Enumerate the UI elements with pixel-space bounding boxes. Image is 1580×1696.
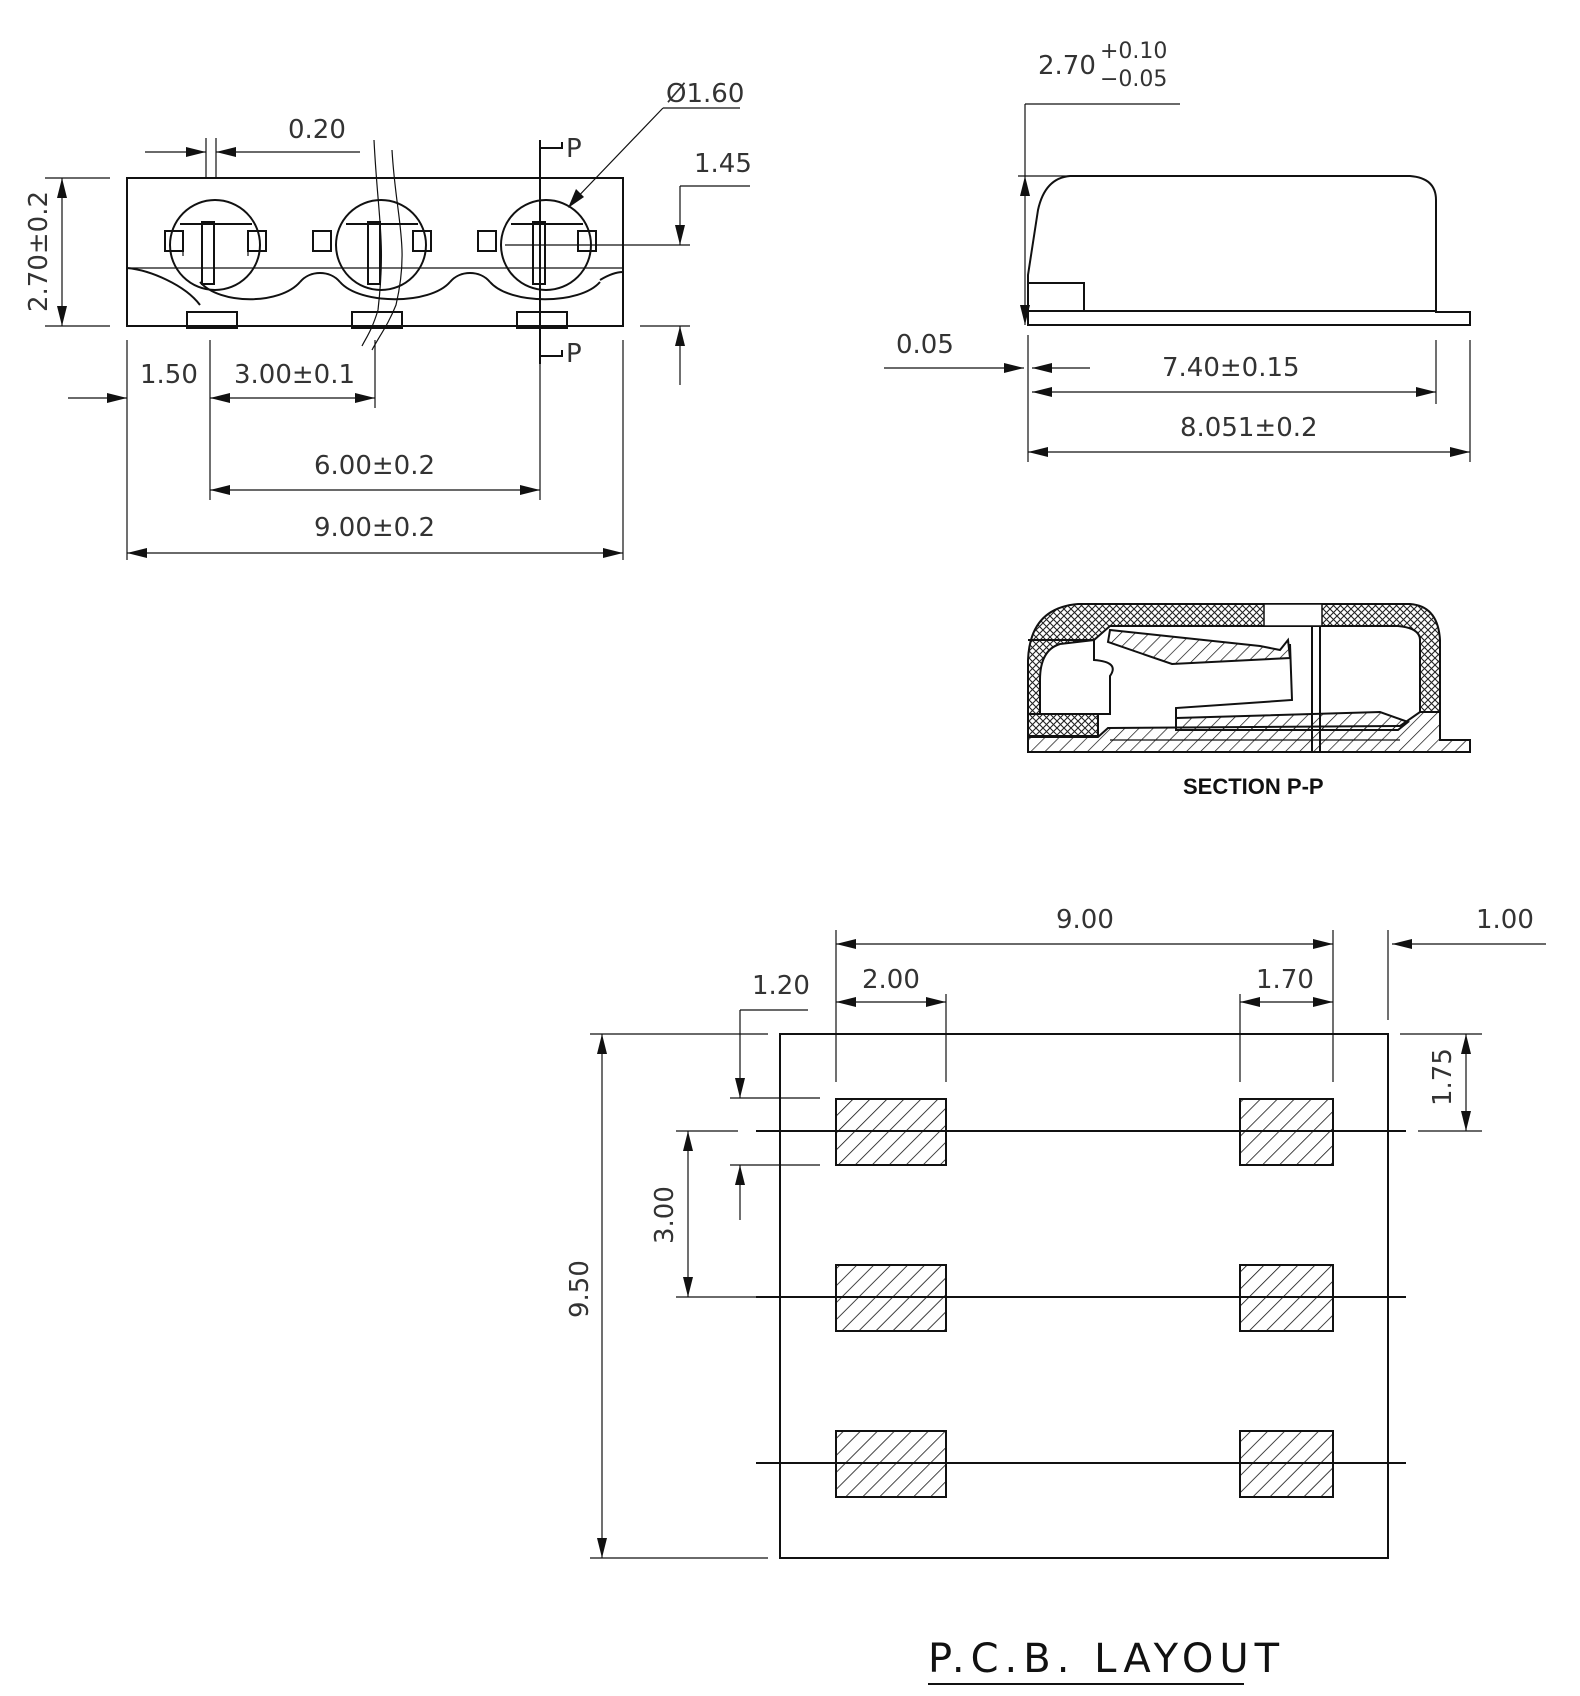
pad-2 bbox=[1239, 1098, 1334, 1166]
scallop-edge bbox=[126, 267, 624, 306]
dim-row-offset: 1.75 bbox=[1428, 1048, 1458, 1106]
dim-top-offset: 1.20 bbox=[752, 971, 810, 1001]
dim-diameter: Ø1.60 bbox=[666, 79, 744, 109]
dim-height: 2.70±0.2 bbox=[24, 191, 54, 312]
pcb-layout: 9.00 1.00 2.00 1.70 1.20 1.75 bbox=[565, 905, 1546, 1685]
side-view: 2.70 +0.10 −0.05 0.05 7.40±0.15 8.051±0.… bbox=[884, 39, 1471, 462]
side-body-outline bbox=[1027, 175, 1471, 326]
dim-step: 0.05 bbox=[896, 330, 954, 360]
section-mark-top: P bbox=[566, 134, 582, 164]
switch-3 bbox=[477, 199, 597, 329]
dim-pcb-width: 9.00 bbox=[1056, 905, 1114, 935]
pcb-layout-title: P.C.B. LAYOUT bbox=[928, 1636, 1285, 1682]
dim-edge-offset: 1.50 bbox=[140, 360, 198, 390]
dim-side-tol-plus: +0.10 bbox=[1100, 39, 1167, 64]
base-plate bbox=[1027, 711, 1471, 753]
body-outline bbox=[126, 177, 624, 327]
dim-side-tol-minus: −0.05 bbox=[1100, 67, 1167, 92]
dim-pin-width: 0.20 bbox=[288, 115, 346, 145]
section-view: SECTION P-P bbox=[1027, 603, 1471, 799]
pad-5 bbox=[835, 1430, 947, 1498]
dim-pcb-height: 9.50 bbox=[565, 1260, 595, 1318]
dim-pitch: 3.00±0.1 bbox=[234, 360, 355, 390]
dim-span: 6.00±0.2 bbox=[314, 451, 435, 481]
switch-2 bbox=[312, 199, 432, 329]
front-view: P P 0.20 Ø1.60 1.45 2.70±0.2 bbox=[24, 79, 752, 560]
dim-side-height: 2.70 bbox=[1038, 51, 1096, 81]
dim-right-margin: 1.00 bbox=[1476, 905, 1534, 935]
section-caption: SECTION P-P bbox=[1183, 774, 1324, 799]
dim-total-length: 8.051±0.2 bbox=[1180, 413, 1318, 443]
switch-1 bbox=[164, 199, 267, 329]
dim-body-length: 7.40±0.15 bbox=[1162, 353, 1300, 383]
pad-4 bbox=[1239, 1264, 1334, 1332]
pad-1 bbox=[835, 1098, 947, 1166]
dim-height-offset: 1.45 bbox=[694, 149, 752, 179]
dim-length: 9.00±0.2 bbox=[314, 513, 435, 543]
pad-6 bbox=[1239, 1430, 1334, 1498]
dim-pad-left-width: 2.00 bbox=[862, 965, 920, 995]
spring-contact bbox=[1106, 628, 1292, 666]
section-mark-bottom: P bbox=[566, 339, 582, 369]
dim-row-pitch: 3.00 bbox=[650, 1186, 680, 1244]
pad-3 bbox=[835, 1264, 947, 1332]
dim-pad-right-width: 1.70 bbox=[1256, 965, 1314, 995]
